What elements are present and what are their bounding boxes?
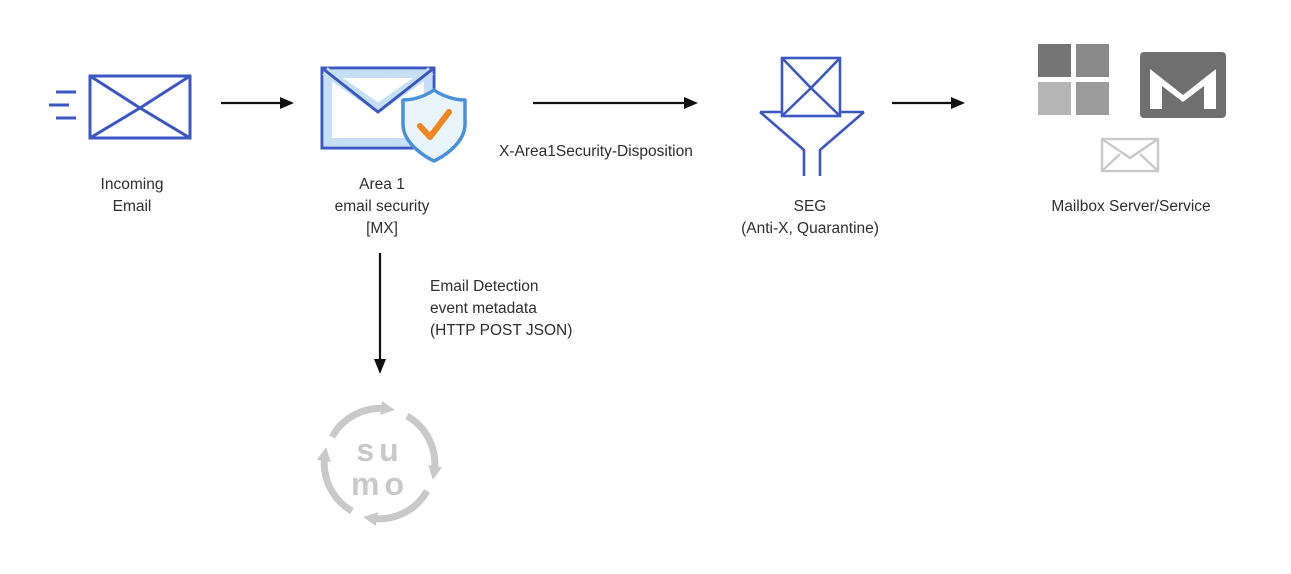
arrow-area1-to-seg [533, 97, 698, 109]
metadata-label: Email Detection event metadata (HTTP POS… [430, 278, 573, 339]
seg-label: SEG (Anti-X, Quarantine) [741, 198, 879, 237]
small-envelope-icon [1100, 137, 1160, 173]
incoming-email-icon [49, 74, 192, 140]
arrow-area1-to-sumo [374, 253, 386, 374]
sumo-logo-text: su mo [351, 432, 409, 502]
arrow-seg-to-mailbox [892, 97, 965, 109]
mailbox-label: Mailbox Server/Service [1051, 198, 1211, 215]
area1-email-security-icon [320, 66, 467, 163]
incoming-email-label: Incoming Email [100, 176, 164, 215]
shield-check-icon [401, 88, 467, 163]
area1-label: Area 1 email security [MX] [334, 176, 430, 237]
sumo-logic-logo [316, 401, 443, 527]
gmail-icon [1140, 52, 1226, 118]
seg-filter-icon [759, 56, 865, 176]
microsoft-icon [1038, 44, 1109, 115]
disposition-label: X-Area1Security-Disposition [499, 143, 693, 160]
arrow-incoming-to-area1 [221, 97, 294, 109]
